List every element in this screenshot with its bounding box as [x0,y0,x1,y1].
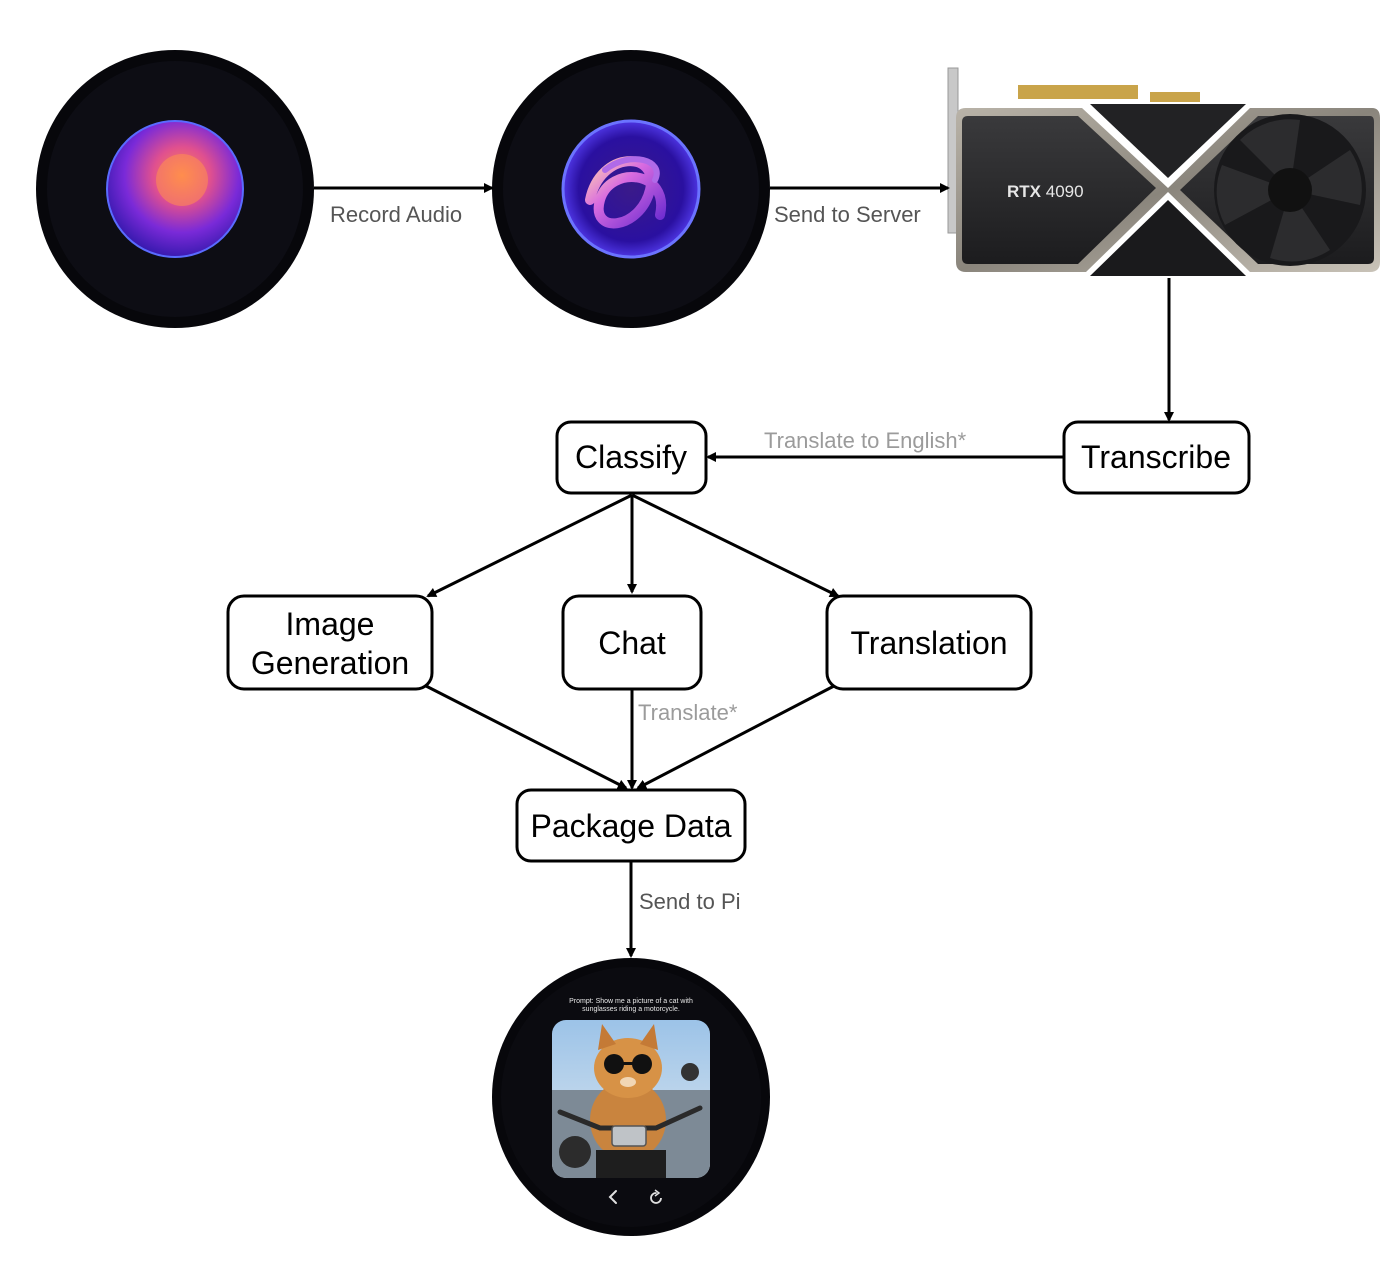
edge-translation-to-package [636,684,835,790]
node-transcribe-label: Transcribe [1081,439,1231,475]
edge-classify-to-image [426,493,633,598]
node-image-generation-label-line1: Image [286,606,375,642]
chevron-left-icon[interactable] [608,1190,617,1204]
edge-label-translate-to-english: Translate to English* [764,428,967,453]
edge-label-translate: Translate* [638,700,738,725]
node-chat: Chat [561,594,703,691]
edge-label-send-to-pi: Send to Pi [639,889,741,914]
node-translation: Translation [825,594,1033,691]
gpu-card-image: RTX 4090 [947,67,1380,276]
node-classify: Classify [555,420,708,495]
node-transcribe: Transcribe [1062,420,1251,495]
node-package-data: Package Data [515,788,747,863]
device-prompt-line1: Prompt: Show me a picture of a cat with [569,998,693,1005]
node-image-generation-label-line2: Generation [251,645,409,681]
edge-label-record-audio: Record Audio [330,202,462,227]
device-result-display: Prompt: Show me a picture of a cat with … [492,958,770,1236]
gpu-brand-label: RTX 4090 [1007,182,1084,201]
node-package-data-label: Package Data [530,808,731,844]
edge-label-send-to-server: Send to Server [774,202,921,227]
device-idle-orb [36,50,314,328]
node-image-generation: Image Generation [226,594,434,691]
device-recording-orb [492,50,770,328]
refresh-icon[interactable] [650,1189,662,1204]
node-classify-label: Classify [575,439,687,475]
gpu-fan [1214,114,1366,266]
generated-cat-image [552,1020,710,1178]
node-chat-label: Chat [598,625,666,661]
node-translation-label: Translation [850,625,1007,661]
device-prompt-line2: sunglasses riding a motorcycle. [582,1006,680,1013]
edge-classify-to-translation [631,493,840,598]
edge-image-to-package [425,684,628,790]
